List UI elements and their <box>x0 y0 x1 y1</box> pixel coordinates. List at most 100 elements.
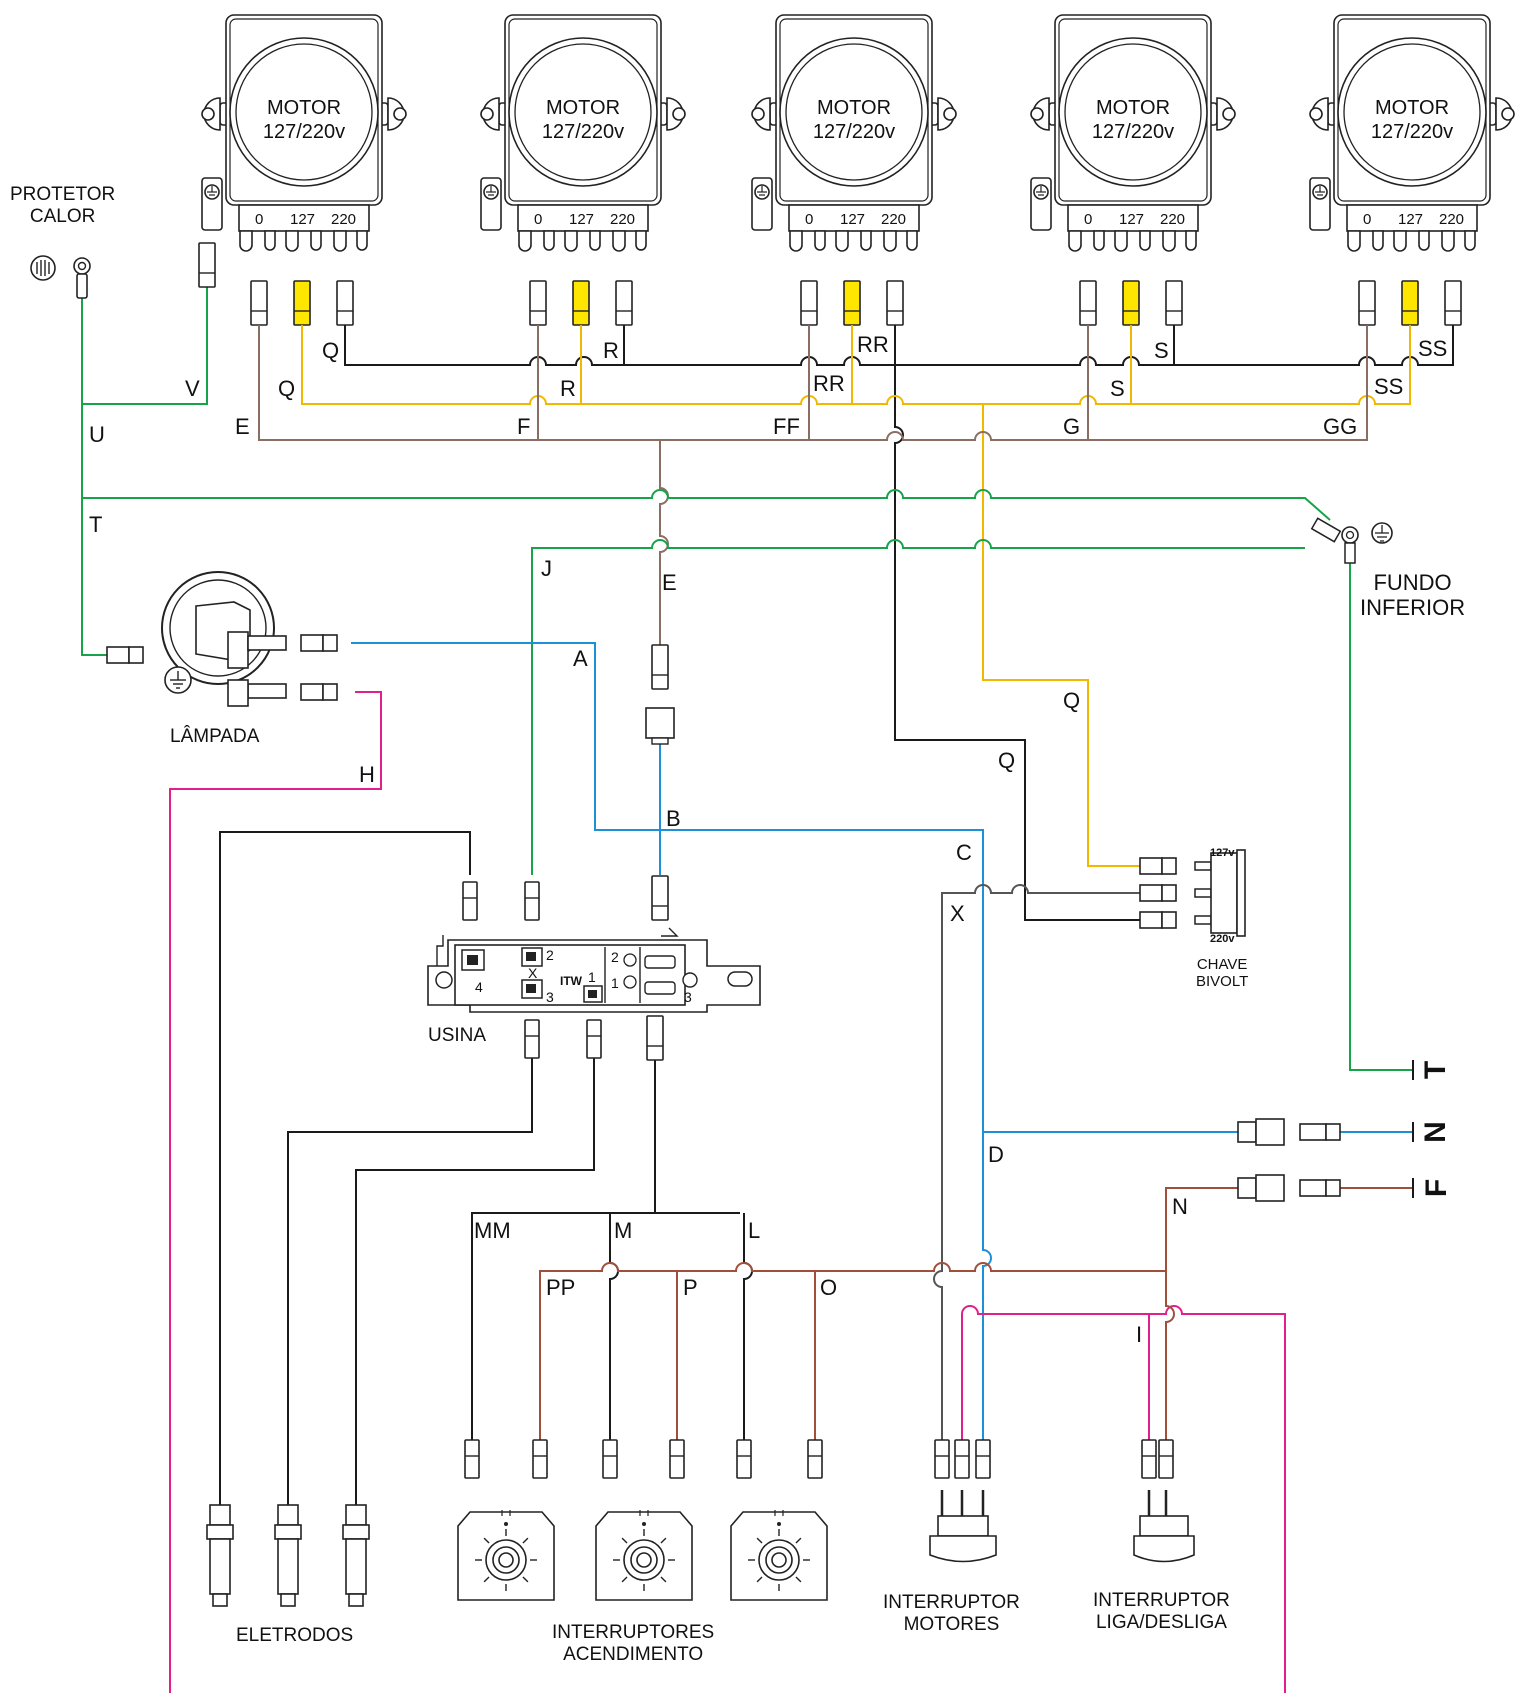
motor-2 <box>480 14 686 252</box>
wire-label-n: N <box>1172 1194 1188 1219</box>
wire-label-j: J <box>541 556 552 581</box>
wire-label-o: O <box>820 1275 838 1300</box>
motor-2-ground-icon <box>483 184 499 200</box>
motor-4-t220: 220 <box>1160 211 1186 228</box>
acendimento-switch-2 <box>595 1510 693 1601</box>
motor-5-ground-icon <box>1312 184 1328 200</box>
wire-label-c: C <box>956 840 972 865</box>
fundo-inferior-ground <box>1310 517 1393 564</box>
motor1-connector-0 <box>250 280 268 326</box>
motor-4 <box>1030 14 1236 252</box>
acendimento-switch-group <box>457 1510 828 1601</box>
motor-3-t127: 127 <box>840 211 866 228</box>
motor4-connector-0 <box>1079 280 1097 326</box>
motor-3-t0: 0 <box>805 211 814 228</box>
wire-label-rr1: RR <box>857 332 889 357</box>
eletrodo-3 <box>342 1504 370 1607</box>
wire-label-q2: Q <box>278 376 296 401</box>
motor-1-ground-icon <box>204 184 220 200</box>
usina-pinN-num: 1 <box>611 975 619 991</box>
wire-label-t: T <box>89 512 103 537</box>
eb-connector <box>645 644 675 745</box>
wire-green-earth <box>81 272 1413 1071</box>
motor-3 <box>751 14 957 252</box>
lampada-caption: LÂMPADA <box>170 726 260 747</box>
wire-label-ss2: SS <box>1374 374 1404 399</box>
wire-label-l: L <box>748 1218 761 1243</box>
wire-label-r1: R <box>603 338 619 363</box>
motor-5-t127: 127 <box>1398 211 1424 228</box>
usina-pin3-label: 3 <box>546 989 554 1005</box>
acendimento-switch-3 <box>730 1510 828 1601</box>
chave-bivolt: 127v 220v <box>1139 847 1246 945</box>
wire-label-e2: E <box>662 570 677 595</box>
wire-yellow-127-bus <box>301 325 1411 867</box>
usina-pinx-label: X <box>528 965 538 981</box>
usina-brand: ITW <box>560 974 583 988</box>
wire-label-r2: R <box>560 376 576 401</box>
usina-pin3b-label: 3 <box>684 989 692 1005</box>
wire-label-q4: Q <box>998 748 1016 773</box>
wire-black-usina <box>219 831 753 1505</box>
motor3-connector-0 <box>800 280 818 326</box>
wire-label-h: H <box>359 762 375 787</box>
wire-label-rr2: RR <box>813 371 845 396</box>
wire-label-e1: E <box>235 414 250 439</box>
motor2-connector-127 <box>572 280 590 326</box>
protetor-symbol-icon <box>30 255 56 281</box>
motor-3-t220: 220 <box>881 211 907 228</box>
motor1-connector-220 <box>336 280 354 326</box>
wire-label-s2: S <box>1110 376 1125 401</box>
wire-label-ff: FF <box>773 414 800 439</box>
bottom-connectors <box>464 1439 1174 1479</box>
eletrodos-caption: ELETRODOS <box>236 1625 354 1646</box>
eletrodos-group <box>206 1504 370 1607</box>
terminal-t-label: T <box>1419 1060 1453 1080</box>
motor-connector-row <box>250 280 1462 326</box>
interruptor-liga-desliga-switch <box>1133 1490 1195 1563</box>
wire-label-a: A <box>573 646 588 671</box>
motor-1-t127: 127 <box>290 211 316 228</box>
wire-gray-0-bus <box>258 325 1368 645</box>
lampada-socket <box>106 571 338 707</box>
protetor-calor <box>30 242 216 299</box>
acendimento-switch-1 <box>457 1510 555 1601</box>
motor-2-t220: 220 <box>610 211 636 228</box>
usina-pin1-label: 1 <box>588 969 596 985</box>
usina-module: 4 X 2 3 1 2 1 3 ITW <box>427 875 761 1061</box>
wire-label-gg: GG <box>1323 414 1358 439</box>
wire-label-pp: PP <box>546 1275 576 1300</box>
wire-label-i: I <box>1136 1322 1143 1347</box>
motor-group <box>201 14 1515 252</box>
eletrodo-2 <box>274 1504 302 1607</box>
motor-5 <box>1309 14 1515 252</box>
motor3-connector-127 <box>843 280 861 326</box>
terminal-f-label: F <box>1420 1178 1454 1198</box>
motor5-connector-0 <box>1358 280 1376 326</box>
motor2-connector-0 <box>529 280 547 326</box>
wire-label-b: B <box>666 806 681 831</box>
usina-pinL-num: 2 <box>611 949 619 965</box>
terminal-n-label: N <box>1418 1121 1452 1143</box>
motor5-connector-127 <box>1401 280 1419 326</box>
wire-label-v: V <box>185 376 200 401</box>
wire-blue <box>351 642 1413 1440</box>
wire-label-m: M <box>614 1218 633 1243</box>
motor-1 <box>201 14 407 252</box>
motor1-connector-127 <box>293 280 311 326</box>
usina-caption: USINA <box>428 1025 487 1046</box>
wire-gray-x <box>933 884 1140 1440</box>
motor3-connector-220 <box>886 280 904 326</box>
motor-5-t220: 220 <box>1439 211 1465 228</box>
motor-1-t0: 0 <box>255 211 264 228</box>
wire-label-f: F <box>517 414 531 439</box>
